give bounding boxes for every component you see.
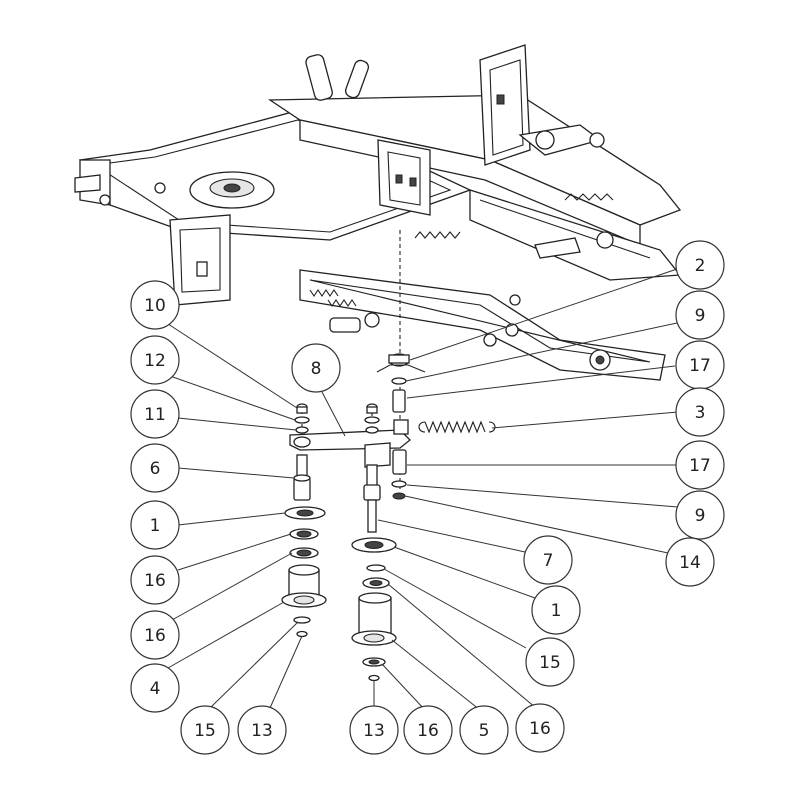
part-17-bushing-upper	[392, 389, 406, 413]
part-7-idler-shaft	[363, 464, 381, 533]
svg-text:8: 8	[311, 359, 322, 379]
callout-16-right-b: 16	[515, 703, 565, 753]
callout-17-upper: 17	[675, 340, 725, 390]
callout-12: 12	[130, 335, 180, 385]
svg-text:9: 9	[695, 306, 706, 326]
callout-bubbles: 10 12 11 6 1 16 16 4 15 13 8 13 16 5 16 …	[130, 240, 725, 755]
callout-11: 11	[130, 389, 180, 439]
part-5-pulley-top	[358, 592, 392, 604]
callout-3: 3	[675, 387, 725, 437]
part-8-pivot-arm	[289, 419, 411, 468]
callout-4: 4	[130, 663, 180, 713]
part-1-washer-left-hole	[296, 509, 314, 517]
part-4-pulley-top	[288, 564, 320, 576]
part-16-bearing-right-upper-inner	[369, 580, 383, 586]
callout-16-left-b: 16	[130, 610, 180, 660]
callout-15-right: 15	[525, 637, 575, 687]
callout-2: 2	[675, 240, 725, 290]
part-10-nut-body	[296, 406, 308, 414]
leader-lines	[164, 267, 681, 711]
svg-text:1: 1	[150, 516, 161, 536]
svg-text:16: 16	[417, 721, 439, 741]
part-9-washer-lower	[391, 480, 407, 488]
part-6-idler-shaft	[293, 454, 311, 501]
svg-text:14: 14	[679, 553, 701, 573]
callout-7: 7	[523, 535, 573, 585]
svg-text:13: 13	[251, 721, 273, 741]
part-1-washer-right-hole	[364, 541, 384, 549]
callout-13-right: 13	[349, 705, 399, 755]
svg-text:5: 5	[479, 721, 490, 741]
callout-1-right: 1	[531, 585, 581, 635]
svg-text:16: 16	[144, 626, 166, 646]
part-17-bushing-lower	[392, 449, 407, 475]
callout-6: 6	[130, 443, 180, 493]
svg-text:16: 16	[144, 571, 166, 591]
callout-16-right-a: 16	[403, 705, 453, 755]
part-11-lockwasher-left	[295, 426, 309, 434]
svg-text:11: 11	[144, 405, 166, 425]
callout-10: 10	[130, 280, 180, 330]
callout-8: 8	[291, 343, 341, 393]
callout-15-left: 15	[180, 705, 230, 755]
part-16-bearing-right-lower-inner	[368, 659, 380, 665]
callout-13-left: 13	[237, 705, 287, 755]
svg-text:4: 4	[150, 679, 161, 699]
callout-14: 14	[665, 537, 715, 587]
part-2-spring-nut	[376, 353, 426, 373]
svg-text:12: 12	[144, 351, 166, 371]
part-11-lockwasher-right	[365, 426, 379, 434]
part-12-washer-right	[364, 416, 380, 424]
svg-text:9: 9	[695, 506, 706, 526]
right-idler-pulley-stack	[351, 537, 397, 682]
callout-5: 5	[459, 705, 509, 755]
part-13-clip-right	[368, 674, 380, 682]
svg-text:15: 15	[194, 721, 216, 741]
part-16-bearing-left-upper-inner	[296, 530, 312, 538]
part-15-washer-left	[293, 616, 311, 624]
part-12-washer-left	[294, 416, 310, 424]
exploded-parts	[281, 353, 496, 682]
left-idler-pulley-stack	[281, 506, 327, 638]
part-14-retaining-ring	[392, 492, 406, 500]
part-10-nut-right-body	[366, 406, 378, 414]
svg-text:10: 10	[144, 296, 166, 316]
callout-17-lower: 17	[675, 440, 725, 490]
svg-text:16: 16	[529, 719, 551, 739]
part-16-bearing-left-lower-inner	[296, 549, 312, 557]
part-9-washer-upper	[391, 377, 407, 385]
part-15-washer-right	[366, 564, 386, 572]
svg-text:1: 1	[551, 601, 562, 621]
svg-text:15: 15	[539, 653, 561, 673]
svg-text:7: 7	[543, 551, 554, 571]
svg-text:2: 2	[695, 256, 706, 276]
svg-text:6: 6	[150, 459, 161, 479]
callout-9-lower: 9	[675, 490, 725, 540]
part-13-clip-left	[296, 630, 308, 638]
svg-text:17: 17	[689, 456, 711, 476]
callout-16-left-a: 16	[130, 555, 180, 605]
part-3-extension-spring	[418, 420, 496, 434]
svg-text:3: 3	[695, 403, 706, 423]
callout-1-left: 1	[130, 500, 180, 550]
svg-text:13: 13	[363, 721, 385, 741]
mower-frame-assembly	[74, 44, 682, 381]
callout-9-upper: 9	[675, 290, 725, 340]
svg-text:17: 17	[689, 356, 711, 376]
